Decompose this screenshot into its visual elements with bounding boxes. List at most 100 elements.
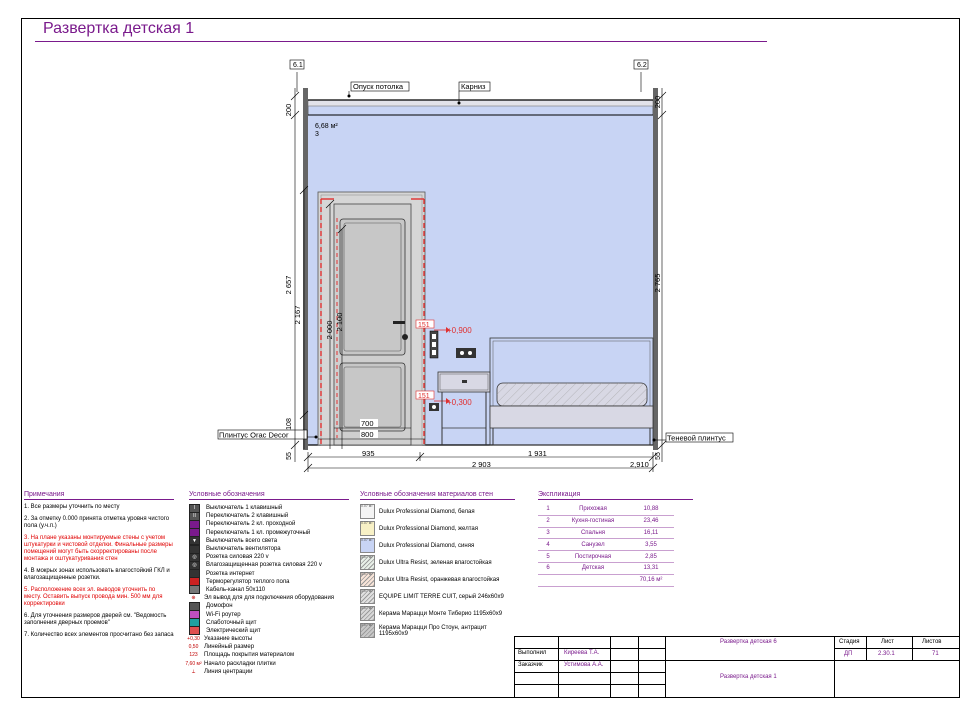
legend-item: Выключатель вентилятора xyxy=(189,544,349,554)
legend-item: Электрический щит xyxy=(189,626,349,636)
material-swatch: 0.07 м² xyxy=(360,606,375,621)
legend-label: Выключатель 1 клавишный xyxy=(206,505,283,512)
door-panel-top xyxy=(339,218,406,356)
explication-cell-area: 2,85 xyxy=(628,550,674,563)
legend-label: Электрический щит xyxy=(206,627,261,634)
note-5: 5. Расположение всех эл. выводов уточнит… xyxy=(24,587,163,607)
explication-cell-name: Санузел xyxy=(558,538,628,552)
explication-cell-area: 16,11 xyxy=(628,527,674,540)
wall-right xyxy=(653,88,658,450)
label-cornice: Карниз xyxy=(461,82,486,91)
material-swatch: 0.07 м² xyxy=(360,572,375,587)
table-row-total: 70,16 м² xyxy=(538,574,674,587)
legend-symbol-icon: +0,30 xyxy=(187,635,200,643)
elevation-drawing: 6.1 6.2 Опуск потолка Карниз 6,68 м² 3 1… xyxy=(217,59,734,473)
legend-item: ⟂Линия центрации xyxy=(189,668,349,676)
note-4: 4. В мокрых зонах использовать влагостой… xyxy=(24,568,170,581)
legend-label: Wi-Fi роутер xyxy=(206,611,241,618)
legend-symbol-icon xyxy=(189,585,200,595)
legend-item: ◎Розетка силовая 220 v xyxy=(189,552,349,562)
materials-title: Условные обозначения материалов стен xyxy=(360,491,515,500)
legend-item: Переключатель 2 кл. проходной xyxy=(189,519,349,529)
material-swatch: 0.07 м² xyxy=(360,538,375,553)
legend-label: Площадь покрытия материалом xyxy=(204,652,295,659)
material-name: Керама Марацци Монте Тиберио 1195х60х9 xyxy=(379,610,503,617)
dim-700: 700 xyxy=(361,419,374,428)
drawing-frame xyxy=(21,18,960,698)
legend-label: Влагозащищенная розетка силовая 220 v xyxy=(206,562,322,569)
legend-symbol-icon: 7,60 м² xyxy=(185,660,202,668)
legend-label: Начало раскладки плитки xyxy=(204,660,276,667)
dim-2903: 2 903 xyxy=(472,460,491,469)
stamp-sheet-label: Лист xyxy=(881,639,895,645)
dim-55-right: 55 xyxy=(655,452,662,460)
material-tag: 0.07 м² xyxy=(361,521,373,525)
label-plinth-left: Плинтус Orac Decor xyxy=(219,431,289,440)
dim-200-left: 200 xyxy=(284,104,293,117)
explication-cell-empty xyxy=(558,574,628,587)
note-7: 7. Количество всех элементов просчитано … xyxy=(24,632,174,638)
explication-cell-n: 3 xyxy=(538,527,558,540)
material-tag: 0.07 м² xyxy=(361,538,373,542)
dim-2765: 2 765 xyxy=(653,274,662,293)
note-6: 6. Для уточнения размеров дверей см. "Ве… xyxy=(24,613,167,626)
explication-total: 70,16 м² xyxy=(628,574,674,587)
area-number: 3 xyxy=(315,131,319,138)
height-0900: +0,900 xyxy=(447,326,472,335)
dim-1931: 1 931 xyxy=(528,449,547,458)
material-item: 0.07 м² Dulux Professional Diamond, синяя xyxy=(360,538,515,553)
material-swatch: 0.07 м² xyxy=(360,589,375,604)
stamp-sheets: 71 xyxy=(932,651,939,657)
height-0300: +0,300 xyxy=(447,398,472,407)
explication-cell-n: 1 xyxy=(538,504,558,516)
explication-cell-name: Спальня xyxy=(558,527,628,540)
legend-label: Эл вывод для для подключения оборудовани… xyxy=(204,595,335,602)
dim-108: 108 xyxy=(286,418,293,430)
title-block: Выполнил Киреева Т.А. Заказчик Устимова … xyxy=(514,636,960,698)
dim-935: 935 xyxy=(362,449,375,458)
stamp-customer-name: Устимова А.А. xyxy=(564,662,604,668)
legend-item: Кабель-канал 50х110 xyxy=(189,585,349,595)
material-name: Dulux Ultra Resist, зеленая влагостойкая xyxy=(379,559,492,566)
legend-item: Розетка интернет xyxy=(189,569,349,579)
title-underline xyxy=(35,41,767,42)
dim-800: 800 xyxy=(361,430,374,439)
legend-symbol-icon xyxy=(189,626,200,636)
dim-2657: 2 657 xyxy=(284,276,293,295)
legend-symbol-icon: 123 xyxy=(189,651,198,659)
dim-2910: 2,910 xyxy=(630,460,649,469)
material-name: Dulux Professional Diamond, белая xyxy=(379,508,475,515)
legend-label: Переключатель 2 клавишный xyxy=(206,513,289,520)
material-name: Dulux Professional Diamond, синяя xyxy=(379,542,475,549)
note-3: 3. На плане указаны монтируемые стены с … xyxy=(24,535,173,562)
legend-label: Переключатель 1 кл. промежуточный xyxy=(206,529,311,536)
page-title: Развертка детская 1 xyxy=(43,20,195,37)
legend-label: Выключатель всего света xyxy=(206,537,278,544)
legend-label: Указание высоты xyxy=(204,636,253,643)
legend-item: Домофон xyxy=(189,601,349,611)
explication-cell-n: 5 xyxy=(538,550,558,563)
legend-label: Линейный размер xyxy=(204,644,255,651)
legend-label: Розетка интернет xyxy=(206,570,255,577)
wall-left xyxy=(303,88,308,450)
material-tag: 0.07 м² xyxy=(361,572,373,576)
material-swatch: 0.07 м² xyxy=(360,555,375,570)
material-tag: 0.07 м² xyxy=(361,606,373,610)
explication-title: Экспликация xyxy=(538,491,693,500)
area-label: 6,68 м² xyxy=(315,123,338,130)
dim-55-left: 55 xyxy=(286,452,293,460)
legend-item: ▼Выключатель всего света xyxy=(189,536,349,546)
cornice-strip xyxy=(307,99,654,107)
dim-2100: 2 100 xyxy=(335,313,344,332)
